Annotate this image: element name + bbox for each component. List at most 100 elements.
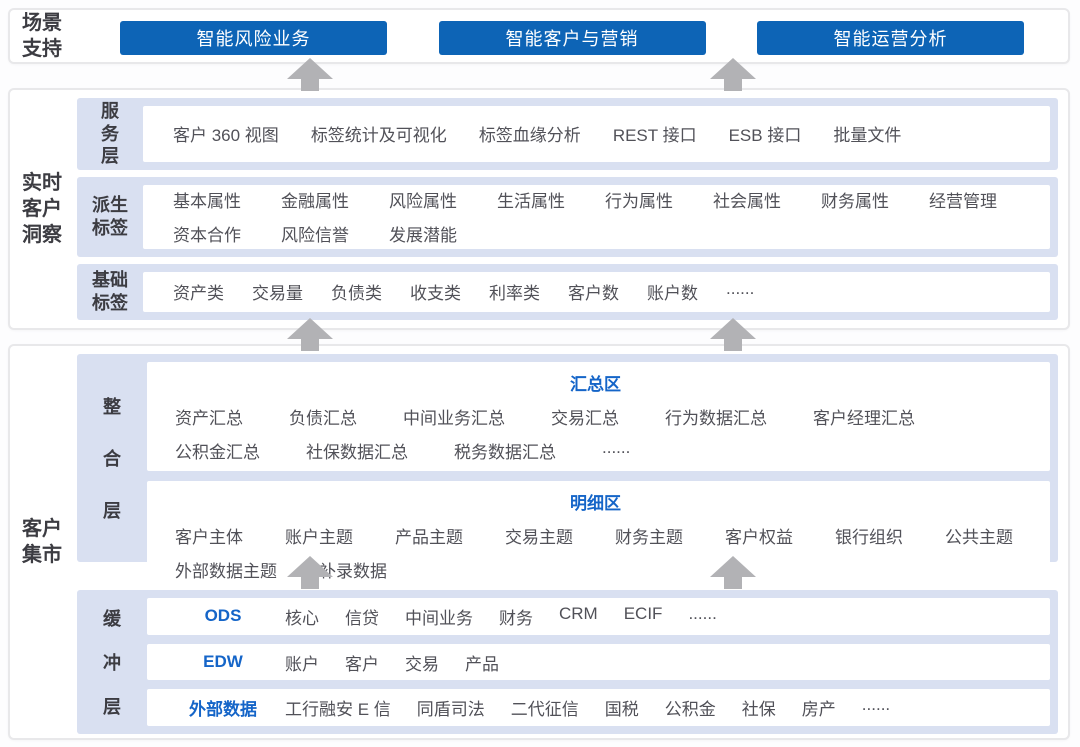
detail-item: 银行组织 — [835, 528, 903, 547]
service-item: ESB 接口 — [728, 126, 802, 146]
arrow-up-icon — [287, 318, 333, 351]
detail-item: 客户主体 — [175, 528, 243, 547]
summary-item: 行为数据汇总 — [665, 409, 767, 428]
smart-risk-business-button[interactable]: 智能风险业务 — [120, 21, 387, 55]
external-data-item: 国税 — [604, 700, 639, 720]
external-data-item: ...... — [861, 695, 891, 715]
integration-layer: 整合层 汇总区 资产汇总负债汇总中间业务汇总交易汇总行为数据汇总客户经理汇总 公… — [77, 354, 1058, 590]
basic-tags-layer: 基础标签 资产类交易量负债类收支类利率类客户数账户数...... — [77, 263, 1058, 320]
service-item: 客户 360 视图 — [173, 126, 279, 146]
derived-tag-item: 经营管理 — [929, 192, 997, 212]
summary-item: 中间业务汇总 — [403, 409, 505, 428]
external-data-title: 外部数据 — [189, 700, 257, 720]
summary-item: ...... — [602, 438, 631, 457]
derived-tag-item: 发展潜能 — [389, 226, 457, 246]
basic-tag-item: 收支类 — [410, 284, 461, 304]
detail-item: 公共主题 — [945, 528, 1013, 547]
external-data-item: 工行融安 E 信 — [285, 700, 391, 720]
derived-tag-item: 金融属性 — [281, 192, 349, 212]
external-data-item: 二代征信 — [510, 700, 579, 720]
basic-tag-item: 负债类 — [331, 284, 382, 304]
detail-item: 财务主题 — [615, 528, 683, 547]
realtime-insight-label: 实时客户洞察 — [22, 172, 62, 246]
detail-item: 交易主题 — [505, 528, 573, 547]
detail-zone: 明细区 客户主体 账户主题 产品主题 交易主题 财务主题 客户权益 银行组织 公共主题 外部数… — [147, 481, 1050, 590]
smart-operation-analysis-button[interactable]: 智能运营分析 — [757, 21, 1024, 55]
external-data-items: 工行融安 E 信同盾司法二代征信国税公积金社保房产...... — [285, 695, 890, 720]
ods-item: ECIF — [623, 603, 663, 623]
ods-item: 财务 — [499, 608, 533, 628]
ods-item: 信贷 — [345, 608, 379, 628]
label-char: 务 — [101, 123, 119, 144]
basic-tag-item: 账户数 — [647, 284, 698, 304]
summary-item: 负债汇总 — [289, 409, 357, 428]
derived-tag-item: 资本合作 — [173, 226, 241, 246]
edw-item: 账户 — [285, 654, 319, 674]
scenario-support-label: 场景支持 — [22, 12, 62, 60]
scenario-buttons: 智能风险业务 智能客户与营销 智能运营分析 — [120, 21, 1024, 55]
detail-item: 产品主题 — [395, 528, 463, 547]
detail-item: 补录数据 — [319, 562, 387, 581]
detail-zone-title: 明细区 — [570, 494, 621, 513]
derived-tag-item: 社会属性 — [713, 192, 781, 212]
basic-tag-item: 交易量 — [252, 284, 303, 304]
summary-item: 交易汇总 — [551, 409, 619, 428]
buffer-layer-label: 缓冲层 — [77, 590, 147, 734]
detail-zone-row-1: 客户主体 账户主题 产品主题 交易主题 财务主题 客户权益 银行组织 公共主题 — [175, 523, 1044, 548]
detail-item: 客户权益 — [725, 528, 793, 547]
integration-zones: 汇总区 资产汇总负债汇总中间业务汇总交易汇总行为数据汇总客户经理汇总 公积金汇总… — [147, 362, 1050, 590]
label-char: 层 — [101, 146, 119, 167]
derived-tag-item: 风险属性 — [389, 192, 457, 212]
edw-item: 客户 — [345, 654, 379, 674]
ods-item: ...... — [688, 603, 717, 623]
ods-item: CRM — [559, 603, 598, 623]
derived-tags-layer: 派生标签 基本属性 金融属性 风险属性 生活属性 行为属性 社会属性 财务属性 经营管理 资本… — [77, 176, 1058, 257]
service-item: 批量文件 — [833, 126, 902, 146]
summary-zone-title: 汇总区 — [570, 375, 621, 394]
derived-tags-card: 基本属性金融属性风险属性生活属性行为属性社会属性财务属性经营管理 资本合作风险信… — [143, 184, 1050, 249]
label-char: 冲 — [103, 653, 121, 673]
basic-tag-item: 客户数 — [568, 284, 619, 304]
customer-mart-section: 客户集市 整合层 汇总区 资产汇总负债汇总中间业务汇总交易汇总行为数据汇总客户经… — [8, 344, 1070, 740]
derived-tags-label: 派生标签 — [92, 195, 128, 238]
arrow-up-icon — [710, 58, 756, 91]
label-char: 层 — [103, 697, 121, 717]
arrow-up-icon — [287, 58, 333, 91]
detail-item: 账户主题 — [285, 528, 353, 547]
derived-tag-item: 财务属性 — [821, 192, 889, 212]
derived-tag-item: 行为属性 — [605, 192, 673, 212]
edw-title: EDW — [203, 652, 243, 671]
basic-tag-item: 资产类 — [173, 284, 224, 304]
external-data-item: 社保 — [741, 700, 776, 720]
smart-customer-marketing-button[interactable]: 智能客户与营销 — [438, 21, 706, 55]
summary-zone-row-2: 公积金汇总社保数据汇总税务数据汇总...... — [175, 438, 1044, 463]
arrow-up-icon — [710, 556, 756, 589]
ods-item: 核心 — [285, 608, 319, 628]
edw-items: 账户客户交易产品 — [285, 650, 499, 675]
derived-tags-row-1: 基本属性 金融属性 风险属性 生活属性 行为属性 社会属性 财务属性 经营管理 — [173, 187, 1044, 212]
derived-tag-item: 生活属性 — [497, 192, 565, 212]
external-data-item: 公积金 — [664, 700, 716, 720]
external-data-item: 同盾司法 — [416, 700, 485, 720]
arrow-up-icon — [710, 318, 756, 351]
external-data-row: 外部数据 工行融安 E 信同盾司法二代征信国税公积金社保房产...... — [147, 689, 1050, 727]
summary-item: 资产汇总 — [175, 409, 243, 428]
arrow-up-icon — [287, 556, 333, 589]
scenario-support-section: 场景支持 智能风险业务 智能客户与营销 智能运营分析 — [8, 8, 1070, 64]
service-item: 标签统计及可视化 — [310, 126, 447, 146]
basic-tags-items: 资产类交易量负债类收支类利率类客户数账户数...... — [173, 279, 1044, 304]
summary-item: 税务数据汇总 — [454, 443, 556, 462]
label-char: 服 — [101, 101, 119, 122]
detail-item: 外部数据主题 — [175, 562, 277, 581]
integration-layer-label: 整合层 — [77, 354, 147, 562]
derived-tag-item: 基本属性 — [173, 192, 241, 212]
